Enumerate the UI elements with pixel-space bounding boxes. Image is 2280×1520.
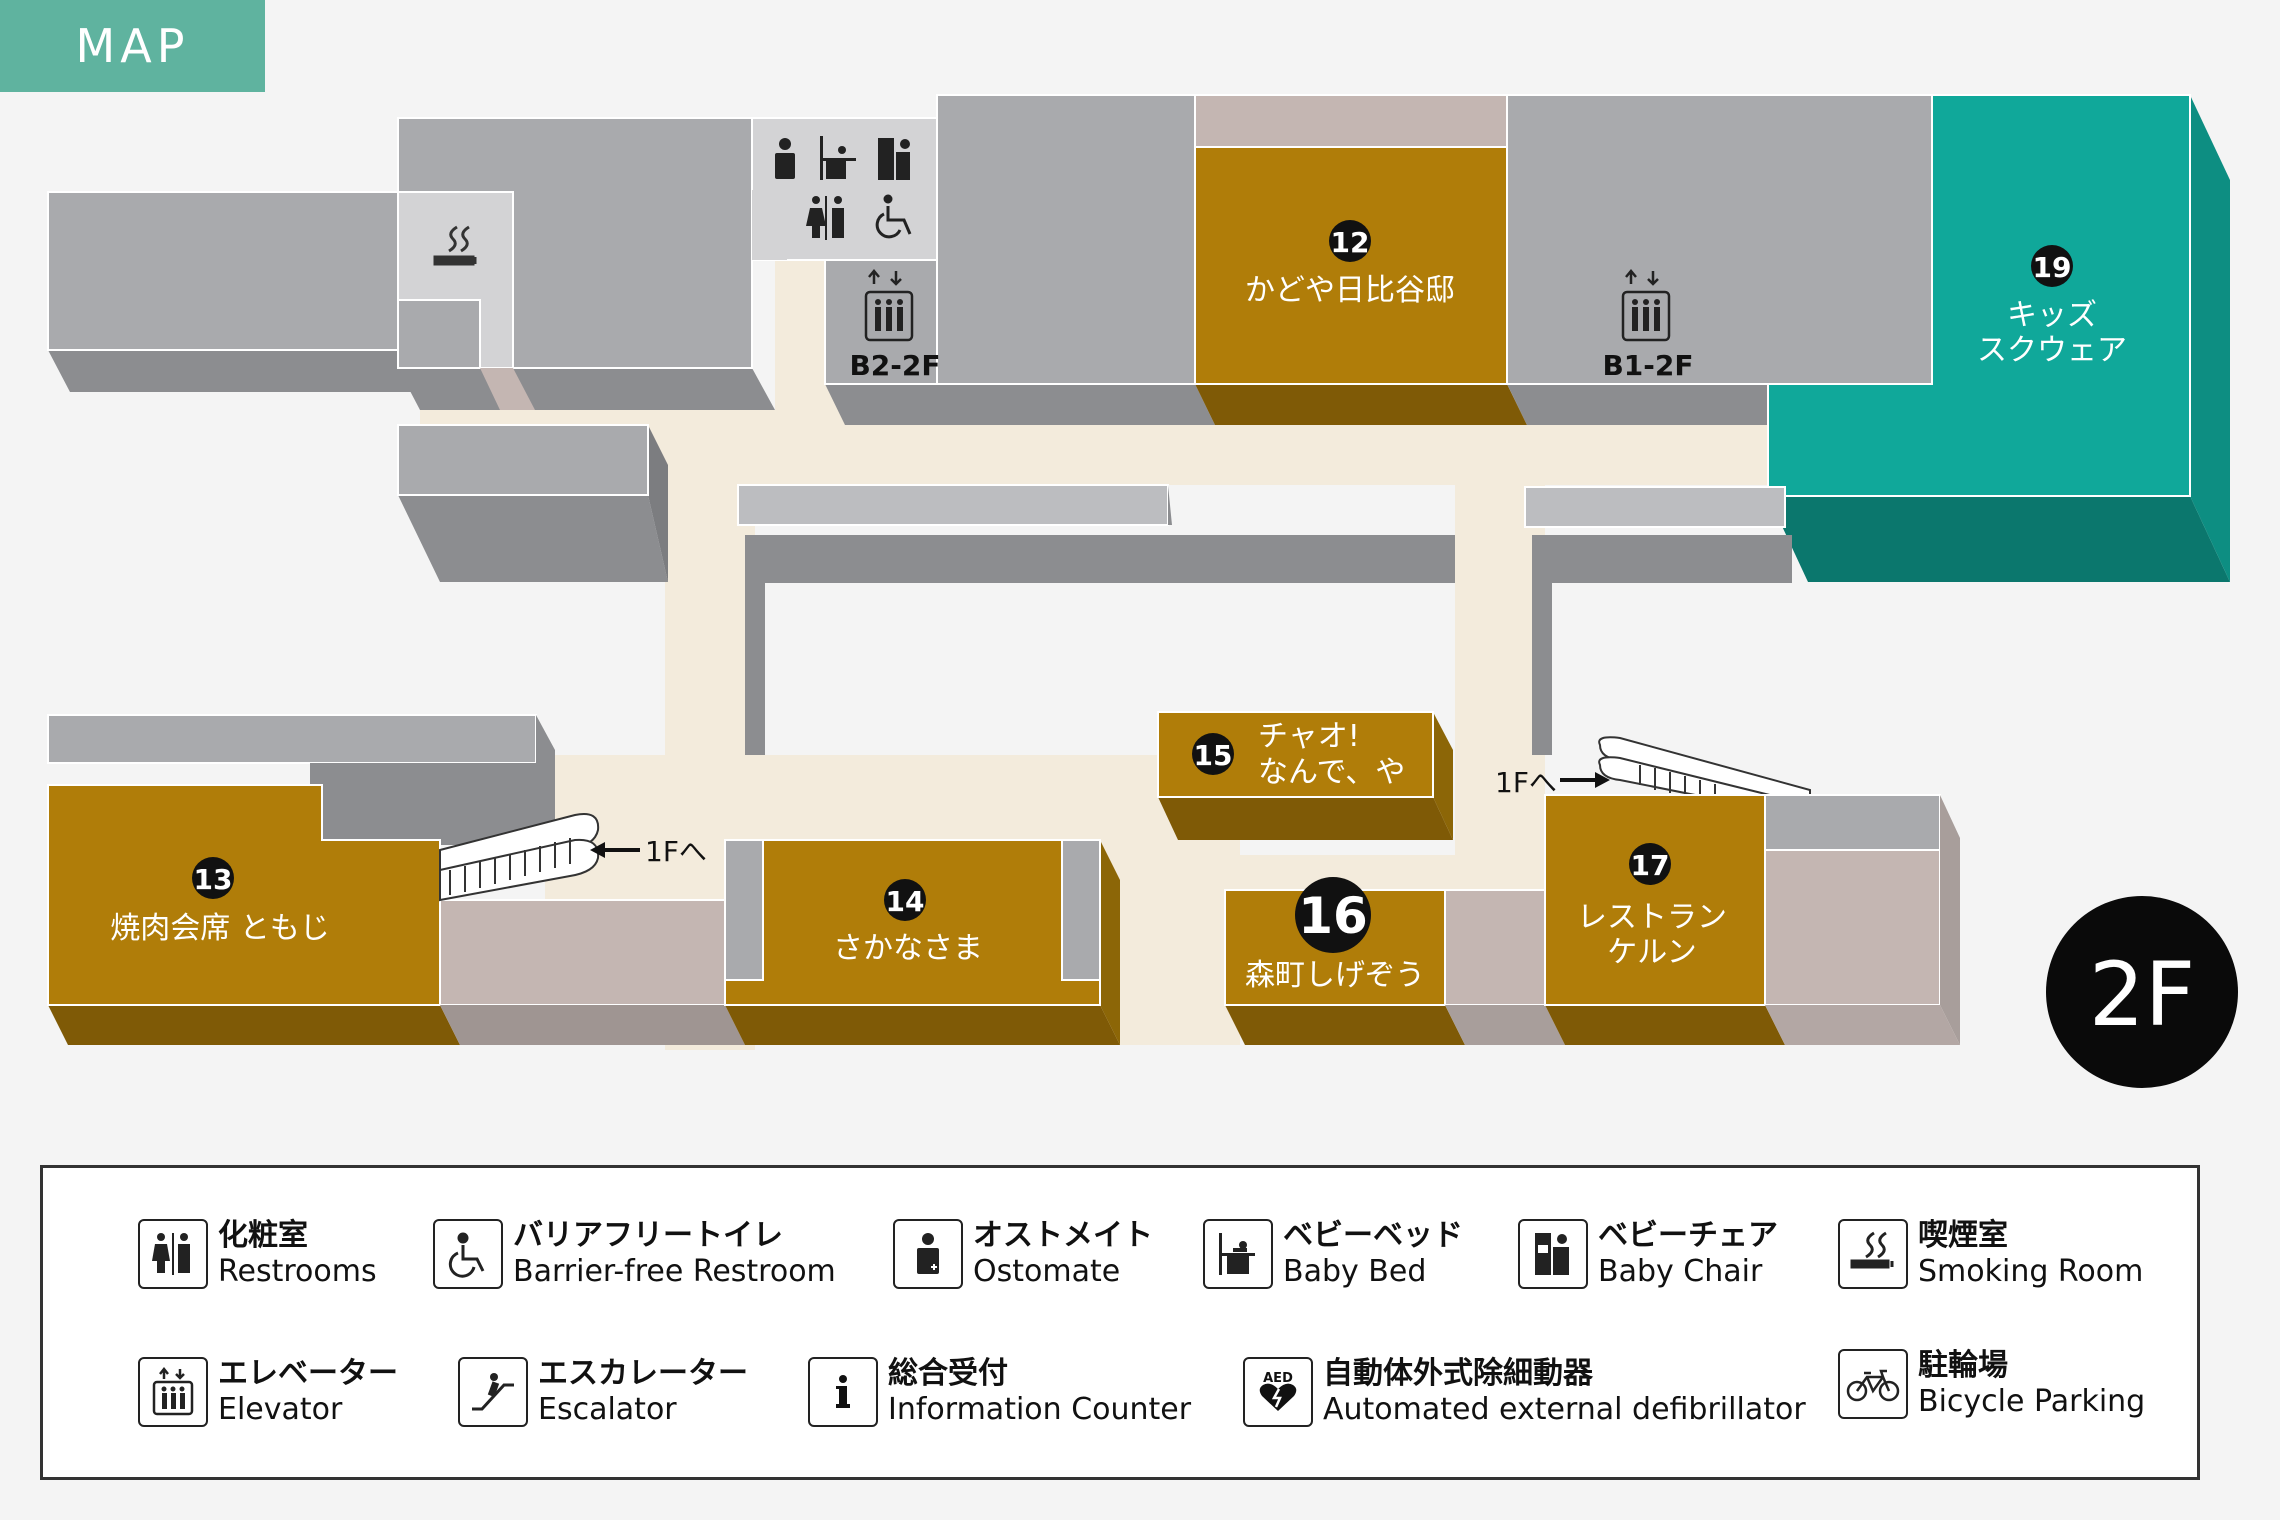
shop-15-badge (1192, 733, 1234, 775)
building-block-topleft (47, 191, 420, 392)
shop-19-badge (2031, 245, 2073, 287)
baby-bed-icon (820, 136, 856, 180)
shop-19[interactable] (1767, 94, 2230, 582)
svg-text:AED: AED (1263, 1371, 1293, 1386)
baby-chair-icon (1518, 1219, 1588, 1289)
elevator-b1-label: B1-2F (1602, 349, 1693, 382)
floor-map: B2-2F B1-2F 1Fへ 1Fへ 12 かどや日比谷邸 19 キッズ スク… (47, 94, 2238, 1088)
baby-chair-icon (878, 138, 910, 180)
arrow-right-icon (1560, 772, 1610, 788)
ostomate-icon (775, 138, 795, 179)
shop-19-line1: キッズ (2007, 298, 2097, 333)
arrow-left-icon (590, 842, 640, 858)
shop-13-name: 焼肉会席 ともじ (110, 911, 330, 946)
shop-16-number: 16 (1298, 887, 1368, 945)
shop-15-line2: なんで、や (1258, 755, 1405, 790)
to-1f-right-label: 1Fへ (1495, 766, 1557, 799)
floor-label: 2F (2089, 943, 2196, 1046)
info-icon (808, 1357, 878, 1427)
building-block-bottomleft (47, 714, 555, 845)
map-tab: MAP (0, 0, 265, 92)
shop-17-badge (1629, 843, 1671, 885)
shop-14[interactable] (724, 839, 1120, 1045)
building-block-smoking (397, 117, 775, 410)
shop-15-line1: チャオ! (1258, 719, 1360, 754)
wheelchair-icon (433, 1219, 503, 1289)
shop-16-name: 森町しげぞう (1245, 958, 1425, 993)
shop-13[interactable] (47, 784, 460, 1045)
shop-15-number: 15 (1194, 739, 1233, 772)
aed-icon: AED (1243, 1357, 1313, 1427)
wheelchair-icon (875, 194, 912, 239)
ostomate-icon (893, 1219, 963, 1289)
restroom-icon (806, 196, 844, 240)
shop-14-number: 14 (886, 885, 925, 918)
restroom-icon (138, 1219, 208, 1289)
building-block-elevator-b2 (824, 94, 1215, 425)
shop-19-line2: スクウェア (1977, 333, 2127, 368)
building-block-middleleft (397, 424, 668, 582)
facility-icons (775, 136, 912, 240)
smoking-icon (433, 225, 477, 266)
baby-bed-icon (1203, 1219, 1273, 1289)
shop-12-name: かどや日比谷邸 (1245, 273, 1455, 308)
shop-13-number: 13 (194, 863, 233, 896)
escalator-left (439, 813, 745, 1045)
elevator-icon-b1 (1621, 269, 1671, 342)
shop-12[interactable] (1194, 94, 1527, 425)
shop-16-badge (1295, 877, 1371, 953)
smoking-icon (1838, 1219, 1908, 1289)
shop-12-badge (1329, 220, 1371, 262)
shop-17[interactable] (1544, 794, 1960, 1045)
building-block-middle (737, 484, 1455, 755)
building-block-middleright (1524, 486, 1792, 755)
to-1f-left-label: 1Fへ (645, 835, 707, 868)
shop-17-number: 17 (1631, 849, 1670, 882)
elevator-icon-b2 (864, 269, 914, 342)
shop-12-number: 12 (1331, 226, 1370, 259)
elevator-icon (138, 1357, 208, 1427)
shop-19-number: 19 (2033, 251, 2072, 284)
shop-13-badge (192, 857, 234, 899)
bicycle-icon (1838, 1349, 1908, 1419)
elevator-b2-label: B2-2F (849, 349, 940, 382)
shop-14-name: さかなさま (833, 931, 983, 966)
shop-17-line2: ケルン (1607, 935, 1696, 970)
shop-14-badge (884, 879, 926, 921)
building-block-elevator-b1 (1506, 94, 1933, 425)
escalator-icon (458, 1357, 528, 1427)
restroom-block (751, 117, 938, 261)
floor-badge (2046, 896, 2238, 1088)
shop-17-line1: レストラン (1577, 900, 1727, 935)
